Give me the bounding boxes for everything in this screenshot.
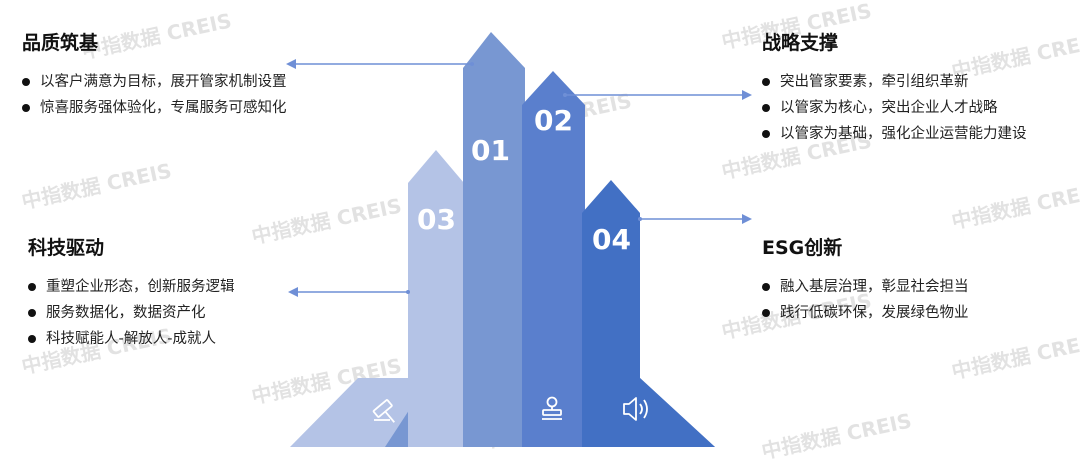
- list-item: 突出管家要素，牵引组织革新: [762, 69, 1027, 95]
- column-03: [408, 150, 464, 447]
- column-number-03: 03: [417, 203, 456, 236]
- bullet-icon: [28, 335, 36, 343]
- bullet-icon: [762, 309, 770, 317]
- column-01: [463, 32, 525, 447]
- list-item: 以管家为核心，突出企业人才战略: [762, 95, 1027, 121]
- list-item-text: 突出管家要素，牵引组织革新: [780, 74, 969, 90]
- section-quality: 品质筑基 以客户满意为目标，展开管家机制设置 惊喜服务强体验化，专属服务可感知化: [22, 28, 287, 121]
- bullet-icon: [762, 78, 770, 86]
- bullet-icon: [762, 283, 770, 291]
- list-item: 服务数据化，数据资产化: [28, 300, 235, 326]
- column-diagram: [286, 32, 752, 447]
- list-item-text: 以管家为核心，突出企业人才战略: [780, 100, 998, 116]
- bullet-icon: [28, 283, 36, 291]
- section-title: 科技驱动: [28, 237, 105, 259]
- list-item-text: 融入基层治理，彰显社会担当: [780, 279, 969, 295]
- section-strategy: 战略支撑 突出管家要素，牵引组织革新 以管家为核心，突出企业人才战略 以管家为基…: [762, 28, 1027, 147]
- list-item: 融入基层治理，彰显社会担当: [762, 274, 969, 300]
- connector-esg: [638, 214, 752, 224]
- list-item-text: 重塑企业形态，创新服务逻辑: [46, 279, 235, 295]
- section-title: 品质筑基: [22, 32, 99, 54]
- bullet-icon: [762, 130, 770, 138]
- gavel-icon: [372, 399, 395, 423]
- column-number-02: 02: [534, 104, 573, 137]
- bullet-list: 以客户满意为目标，展开管家机制设置 惊喜服务强体验化，专属服务可感知化: [22, 69, 287, 121]
- list-item: 以客户满意为目标，展开管家机制设置: [22, 69, 287, 95]
- section-tech: 科技驱动 重塑企业形态，创新服务逻辑 服务数据化，数据资产化 科技赋能人-解放人…: [28, 233, 235, 352]
- speaker-icon: [623, 397, 648, 421]
- column-number-01: 01: [471, 134, 510, 167]
- bullet-icon: [28, 309, 36, 317]
- list-item-text: 惊喜服务强体验化，专属服务可感知化: [40, 100, 287, 116]
- list-item-text: 以管家为基础，强化企业运营能力建设: [780, 126, 1027, 142]
- bullet-icon: [762, 104, 770, 112]
- diagram-canvas: 中指数据 CREIS 中指数据 CREIS 中指数据 CREIS 中指数据 CR…: [19, 0, 1080, 464]
- connector-tech: [288, 287, 410, 297]
- list-item-text: 科技赋能人-解放人-成就人: [46, 331, 216, 347]
- list-item: 惊喜服务强体验化，专属服务可感知化: [22, 95, 287, 121]
- bullet-icon: [22, 104, 30, 112]
- bullet-list: 融入基层治理，彰显社会担当 践行低碳环保，发展绿色物业: [762, 274, 969, 326]
- connector-quality: [286, 59, 474, 69]
- bullet-icon: [22, 78, 30, 86]
- section-esg: ESG创新 融入基层治理，彰显社会担当 践行低碳环保，发展绿色物业: [762, 233, 969, 326]
- column-number-04: 04: [592, 223, 631, 256]
- list-item: 重塑企业形态，创新服务逻辑: [28, 274, 235, 300]
- list-item-text: 践行低碳环保，发展绿色物业: [780, 305, 969, 321]
- list-item: 以管家为基础，强化企业运营能力建设: [762, 121, 1027, 147]
- connector-strategy: [563, 90, 752, 100]
- list-item-text: 服务数据化，数据资产化: [46, 305, 206, 321]
- list-item: 践行低碳环保，发展绿色物业: [762, 300, 969, 326]
- list-item: 科技赋能人-解放人-成就人: [28, 326, 235, 352]
- section-title: 战略支撑: [762, 32, 839, 54]
- section-title: ESG创新: [762, 237, 843, 259]
- bullet-list: 突出管家要素，牵引组织革新 以管家为核心，突出企业人才战略 以管家为基础，强化企…: [762, 69, 1027, 147]
- column-02: [522, 71, 585, 447]
- bullet-list: 重塑企业形态，创新服务逻辑 服务数据化，数据资产化 科技赋能人-解放人-成就人: [28, 274, 235, 352]
- stamp-icon: [542, 396, 562, 420]
- column-04: [582, 180, 640, 447]
- list-item-text: 以客户满意为目标，展开管家机制设置: [40, 74, 287, 90]
